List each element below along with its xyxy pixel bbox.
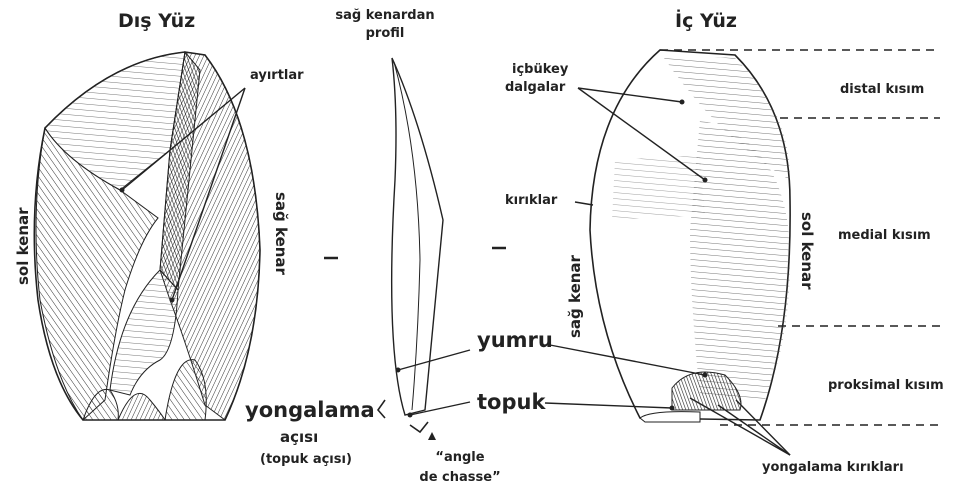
distal-section-label: distal kısım	[840, 82, 925, 97]
inner-left-edge-label: sol kenar	[798, 212, 816, 290]
flaking-angle-mark	[376, 399, 386, 419]
proximal-section-label: proksimal kısım	[828, 378, 944, 393]
profile-inner-line	[393, 61, 421, 411]
scars-pointer-1	[689, 397, 791, 456]
bulb-label: yumru	[477, 328, 553, 352]
inner-bulb-scar	[671, 371, 742, 411]
platform-angle-label: (topuk açısı)	[260, 452, 352, 467]
angle-de-chasse-arrow	[428, 432, 436, 440]
concave-waves-label-1: içbükey	[512, 62, 569, 77]
concave-waves-label-2: dalgalar	[505, 80, 566, 95]
flaking-angle-label: yongalama	[245, 398, 375, 422]
angle-de-chasse-mark	[409, 421, 429, 434]
inner-platform	[639, 411, 701, 423]
medial-section-label: medial kısım	[838, 228, 931, 243]
profile-title-line2: profil	[365, 26, 405, 41]
inner-platform-pointer	[544, 402, 673, 409]
scars-pointer-3	[735, 399, 791, 456]
angle-de-chasse-label-2: de chasse”	[419, 470, 501, 485]
outer-bottom-scar-3	[164, 359, 207, 421]
outer-left-edge-label: sol kenar	[14, 207, 32, 285]
inner-hatch-right	[690, 120, 790, 400]
profile-title-line1: sağ kenardan	[335, 8, 435, 23]
scars-pointer-2	[717, 404, 791, 456]
outer-mid-scar	[109, 269, 179, 396]
bulb-pointer	[397, 349, 471, 371]
ridges-pointer-1	[121, 87, 246, 191]
angle-de-chasse-label-1: “angle	[435, 450, 485, 465]
inner-hatch-left-band	[612, 155, 705, 220]
flaking-angle-label-2: açısı	[280, 428, 319, 446]
inner-bulb-pointer	[549, 344, 706, 376]
inner-face-title: İç Yüz	[675, 10, 737, 32]
ridges-label: ayırtlar	[250, 68, 304, 83]
outer-face-drawing	[33, 50, 261, 421]
flaking-scars-label: yongalama kırıkları	[762, 460, 904, 475]
platform-label: topuk	[477, 390, 546, 414]
outer-face-title: Dış Yüz	[118, 10, 196, 32]
outer-right-edge-label: sağ kenar	[272, 192, 290, 275]
outer-bottom-scar-2	[117, 392, 166, 421]
waves-pointer-1	[577, 87, 683, 103]
platform-pointer	[409, 401, 471, 416]
profile-drawing	[376, 57, 471, 440]
waves-pointer-2	[577, 87, 706, 181]
ridges-pointer-2	[171, 87, 246, 301]
fissures-label: kırıklar	[505, 193, 558, 208]
inner-right-edge-label: sağ kenar	[566, 255, 584, 338]
fissures-pointer	[574, 201, 594, 206]
profile-outline	[390, 57, 444, 416]
inner-hatch-top	[662, 55, 790, 180]
inner-face-drawing	[544, 49, 940, 456]
